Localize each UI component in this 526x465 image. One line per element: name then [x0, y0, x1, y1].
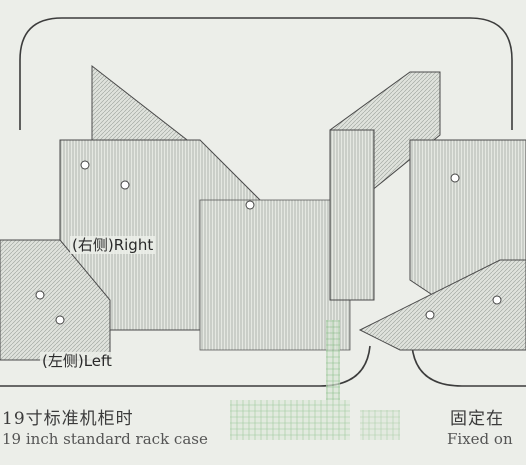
bottom-arc-right [411, 345, 526, 387]
right-rack-rail [329, 71, 526, 351]
caption-en-right: Fixed on [447, 430, 513, 448]
frame-outline [19, 17, 513, 130]
left-rack-rail [0, 64, 351, 361]
bottom-arc-left [0, 345, 371, 387]
green-accent-3 [360, 410, 400, 440]
green-accent-2 [230, 400, 350, 440]
right-side-label: (右侧)Right [70, 236, 156, 254]
caption-cn-left: 19寸标准机柜时 [2, 409, 134, 429]
caption-en-left: 19 inch standard rack case [2, 430, 208, 448]
green-accent-1 [326, 320, 340, 400]
left-side-label: (左侧)Left [40, 352, 114, 370]
caption-cn-right: 固定在 [450, 409, 504, 429]
